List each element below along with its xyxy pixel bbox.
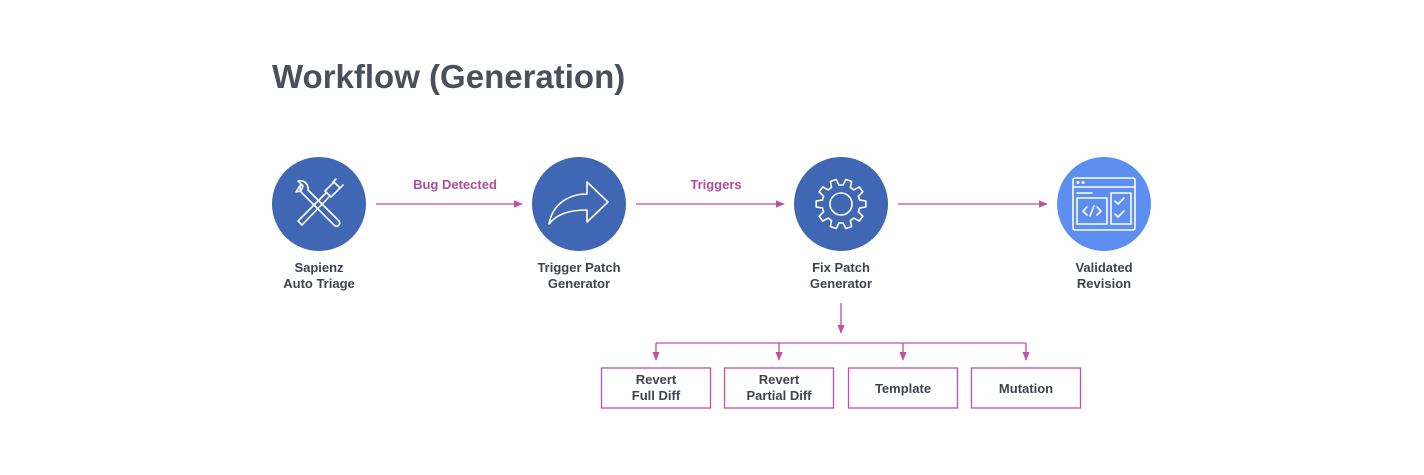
node-label: Revision	[1077, 276, 1131, 291]
tools-icon	[295, 178, 344, 227]
share-arrow-icon	[548, 181, 609, 225]
strategy-label: Partial Diff	[746, 388, 812, 403]
strategy-box	[847, 367, 959, 409]
edges-layer: Bug Detected Triggers	[376, 177, 1048, 208]
strategy-box	[970, 367, 1082, 409]
node-circle	[1057, 157, 1151, 251]
node-label: Fix Patch	[812, 260, 870, 275]
edge-label: Bug Detected	[413, 177, 497, 192]
edge-sapienz-trigger: Bug Detected	[376, 177, 523, 208]
node-circle	[794, 157, 888, 251]
strategy-box	[600, 367, 712, 409]
gear-icon	[815, 178, 867, 230]
strategy-label: Revert	[636, 372, 677, 387]
edge-trigger-fix: Triggers	[636, 177, 785, 208]
strategy-label: Mutation	[999, 381, 1053, 396]
strategy-label: Full Diff	[632, 388, 681, 403]
edge-label: Triggers	[690, 177, 741, 192]
node-label: Validated	[1075, 260, 1132, 275]
node-label: Trigger Patch	[537, 260, 620, 275]
strategy-branch	[656, 303, 1026, 344]
strategy-label: Template	[875, 381, 931, 396]
node-label: Auto Triage	[283, 276, 355, 291]
strategy-label: Revert	[759, 372, 800, 387]
code-window-icon	[1072, 177, 1136, 231]
strategy-mutation: Mutation	[970, 343, 1082, 409]
node-label: Generator	[548, 276, 610, 291]
node-label: Sapienz	[294, 260, 344, 275]
strategy-box	[723, 367, 835, 409]
page-title: Workflow (Generation)	[272, 58, 625, 95]
node-circle	[532, 157, 626, 251]
node-label: Generator	[810, 276, 872, 291]
node-circle	[272, 157, 366, 251]
strategy-template: Template	[847, 343, 959, 409]
